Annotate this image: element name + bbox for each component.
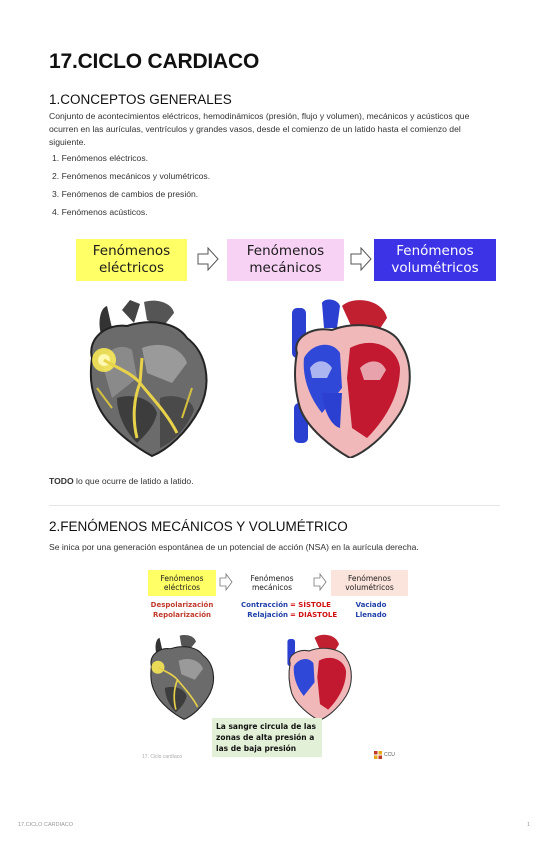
section1-paragraph: Conjunto de acontecimientos eléctricos, … bbox=[49, 111, 470, 147]
arrow-right-icon bbox=[219, 573, 233, 591]
heart-electric-illustration bbox=[150, 634, 215, 720]
arrow-right-icon bbox=[197, 247, 219, 271]
section1-heading: 1.CONCEPTOS GENERALES bbox=[49, 92, 232, 107]
list-item: 4. Fenómenos acústicos. bbox=[52, 207, 148, 217]
footer-title: 17.CICLO CARDIACO bbox=[18, 822, 74, 828]
logo: CCU bbox=[374, 751, 395, 759]
arrow-right-icon bbox=[350, 247, 372, 271]
list-item: 3. Fenómenos de cambios de presión. bbox=[52, 189, 199, 199]
slide-caption: 17. Ciclo cardíaco bbox=[142, 754, 183, 760]
divider bbox=[49, 505, 500, 506]
section2-heading: 2.FENÓMENOS MECÁNICOS Y VOLUMÉTRICO bbox=[49, 519, 348, 534]
cycle-phases: = SÍSTOLE= DIÁSTOLE bbox=[290, 601, 338, 619]
note-text: TODO lo que ocurre de latido a latido. bbox=[49, 476, 194, 486]
logo-icon bbox=[374, 751, 382, 759]
heart-electric-illustration bbox=[89, 300, 208, 458]
phenomena-list: 1. Fenómenos eléctricos. 2. Fenómenos me… bbox=[52, 153, 210, 225]
list-item: 2. Fenómenos mecánicos y volumétricos. bbox=[52, 171, 211, 181]
heart-volumetric-illustration bbox=[292, 299, 411, 458]
page-number: 1 bbox=[527, 822, 531, 828]
section2-paragraph: Se inica por una generación espontánea d… bbox=[49, 542, 419, 552]
arrow-right-icon bbox=[313, 573, 327, 591]
list-item: 1. Fenómenos eléctricos. bbox=[52, 153, 149, 163]
page-title: 17.CICLO CARDIACO bbox=[49, 50, 260, 73]
heart-volumetric-illustration bbox=[287, 634, 352, 722]
